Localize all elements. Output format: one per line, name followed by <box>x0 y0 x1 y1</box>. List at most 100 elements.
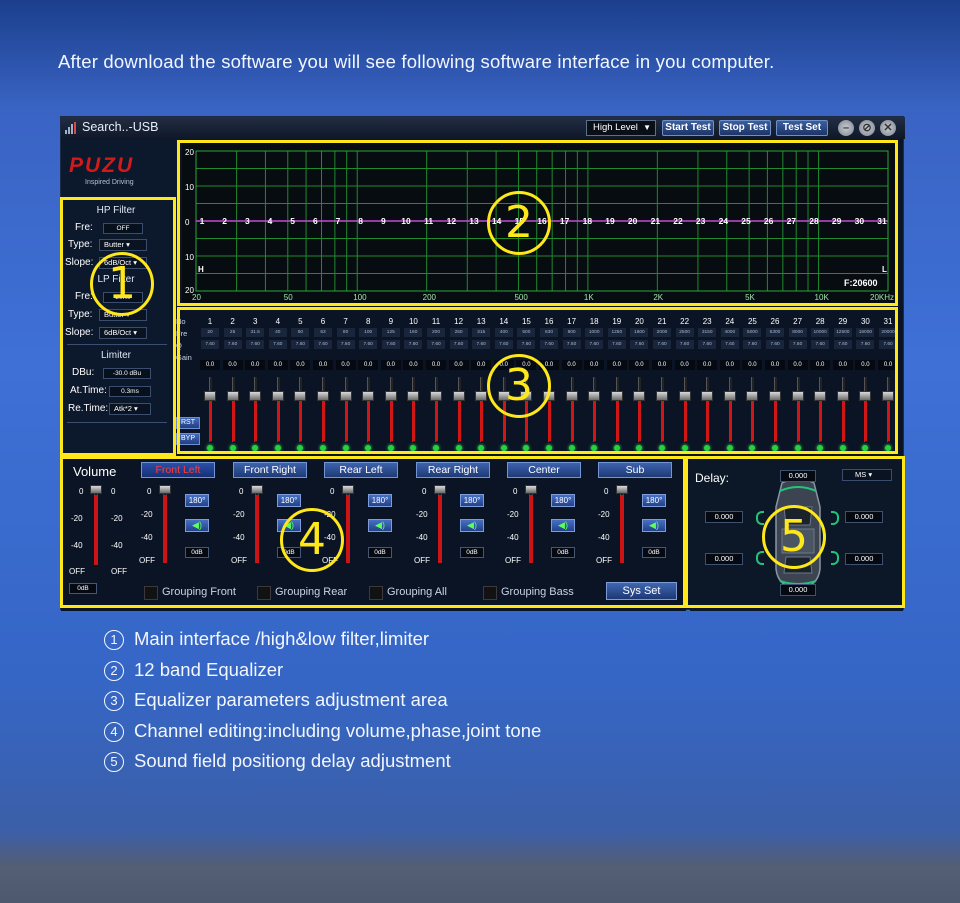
band-marker[interactable]: 21 <box>651 216 661 226</box>
band-q-field[interactable]: 7.60 <box>766 340 784 349</box>
phase-button[interactable]: 180° <box>277 494 301 507</box>
delay-top-field[interactable]: 0.000 <box>780 470 816 482</box>
grouping-front-checkbox[interactable] <box>144 586 158 600</box>
band-marker[interactable]: 10 <box>401 216 411 226</box>
band-frequency-field[interactable]: 80 <box>336 328 355 337</box>
band-slider-knob[interactable] <box>791 391 804 401</box>
band-frequency-field[interactable]: 2500 <box>675 328 694 337</box>
band-slider-knob[interactable] <box>746 391 759 401</box>
band-frequency-field[interactable]: 100 <box>359 328 378 337</box>
phase-button[interactable]: 180° <box>185 494 209 507</box>
band-marker[interactable]: 2 <box>222 216 227 226</box>
band-frequency-field[interactable]: 31.5 <box>246 328 265 337</box>
band-gain-field[interactable]: 0.0 <box>267 360 288 370</box>
channel-fader-knob[interactable] <box>616 485 628 494</box>
band-gain-field[interactable]: 0.0 <box>493 360 514 370</box>
band-frequency-field[interactable]: 630 <box>540 328 558 337</box>
lp-slope-select[interactable]: 6dB/Oct ▾ <box>99 327 147 339</box>
band-marker[interactable]: 20 <box>628 216 638 226</box>
band-marker[interactable]: 14 <box>492 216 502 226</box>
band-frequency-field[interactable]: 400 <box>494 328 513 337</box>
grouping-rear-checkbox[interactable] <box>257 586 271 600</box>
band-frequency-field[interactable]: 40 <box>268 328 287 337</box>
band-gain-field[interactable]: 0.0 <box>810 360 831 370</box>
speaker-mute-icon[interactable]: ◀) <box>185 519 209 532</box>
band-frequency-field[interactable]: 1600 <box>630 328 649 337</box>
band-marker[interactable]: 7 <box>336 216 341 226</box>
band-gain-field[interactable]: 0.0 <box>290 360 311 370</box>
band-gain-field[interactable]: 0.0 <box>539 360 559 370</box>
speaker-mute-icon[interactable]: ◀) <box>368 519 392 532</box>
band-marker[interactable]: 30 <box>855 216 865 226</box>
band-gain-field[interactable]: 0.0 <box>222 360 243 370</box>
delay-right-front-field[interactable]: 0.000 <box>845 511 883 523</box>
band-q-field[interactable]: 7.60 <box>472 340 491 349</box>
channel-fader-knob[interactable] <box>434 485 446 494</box>
band-marker[interactable]: 15 <box>515 216 525 226</box>
band-gain-field[interactable]: 0.0 <box>832 360 853 370</box>
band-frequency-field[interactable]: 125 <box>381 328 400 337</box>
band-marker[interactable]: 19 <box>605 216 615 226</box>
band-q-field[interactable]: 7.60 <box>562 340 581 349</box>
band-gain-field[interactable]: 0.0 <box>313 360 333 370</box>
band-marker[interactable]: 24 <box>719 216 729 226</box>
band-q-field[interactable]: 7.60 <box>833 340 852 349</box>
band-q-field[interactable]: 7.60 <box>653 340 671 349</box>
speaker-mute-icon[interactable]: ◀) <box>642 519 666 532</box>
band-frequency-field[interactable]: 1000 <box>585 328 604 337</box>
band-q-field[interactable]: 7.60 <box>879 340 897 349</box>
channel-button[interactable]: Front Left <box>141 462 215 478</box>
band-slider-knob[interactable] <box>565 391 578 401</box>
band-marker[interactable]: 22 <box>673 216 683 226</box>
band-slider-knob[interactable] <box>882 391 894 401</box>
band-marker[interactable]: 5 <box>290 216 295 226</box>
band-gain-field[interactable]: 0.0 <box>335 360 356 370</box>
band-slider-knob[interactable] <box>430 391 442 401</box>
band-marker[interactable]: 16 <box>537 216 547 226</box>
band-gain-field[interactable]: 0.0 <box>629 360 650 370</box>
band-gain-field[interactable]: 0.0 <box>471 360 492 370</box>
speaker-mute-icon[interactable]: ◀) <box>277 519 301 532</box>
band-frequency-field[interactable]: 315 <box>472 328 491 337</box>
band-gain-field[interactable]: 0.0 <box>855 360 876 370</box>
band-frequency-field[interactable]: 8000 <box>788 328 807 337</box>
band-gain-field[interactable]: 0.0 <box>606 360 627 370</box>
band-marker[interactable]: 17 <box>560 216 570 226</box>
band-slider-knob[interactable] <box>678 391 691 401</box>
band-slider-knob[interactable] <box>520 391 533 401</box>
band-slider-knob[interactable] <box>769 391 781 401</box>
band-q-field[interactable]: 7.60 <box>268 340 287 349</box>
phase-button[interactable]: 180° <box>642 494 666 507</box>
channel-button[interactable]: Sub <box>598 462 672 478</box>
band-slider-knob[interactable] <box>475 391 488 401</box>
band-frequency-field[interactable]: 6300 <box>766 328 784 337</box>
band-marker[interactable]: 8 <box>358 216 363 226</box>
band-slider-knob[interactable] <box>452 391 465 401</box>
hp-fre-field[interactable]: OFF <box>103 223 143 234</box>
band-slider-knob[interactable] <box>294 391 307 401</box>
band-q-field[interactable]: 7.60 <box>788 340 807 349</box>
band-q-field[interactable]: 7.60 <box>585 340 604 349</box>
hp-type-select[interactable]: Butter ▾ <box>99 239 147 251</box>
band-frequency-field[interactable]: 200 <box>427 328 445 337</box>
band-q-field[interactable]: 7.60 <box>494 340 513 349</box>
band-frequency-field[interactable]: 20000 <box>879 328 897 337</box>
minimize-icon[interactable]: – <box>838 120 854 136</box>
band-frequency-field[interactable]: 160 <box>404 328 423 337</box>
band-gain-field[interactable]: 0.0 <box>380 360 401 370</box>
band-frequency-field[interactable]: 12500 <box>833 328 852 337</box>
band-slider-knob[interactable] <box>701 391 714 401</box>
band-frequency-field[interactable]: 3150 <box>698 328 717 337</box>
delay-unit-select[interactable]: MS ▾ <box>842 469 892 481</box>
band-slider-knob[interactable] <box>836 391 849 401</box>
band-marker[interactable]: 1 <box>200 216 205 226</box>
band-slider-knob[interactable] <box>249 391 262 401</box>
band-marker[interactable]: 23 <box>696 216 706 226</box>
band-q-field[interactable]: 7.60 <box>223 340 242 349</box>
band-marker[interactable]: 3 <box>245 216 250 226</box>
band-slider-knob[interactable] <box>362 391 375 401</box>
band-slider-knob[interactable] <box>204 391 216 401</box>
band-frequency-field[interactable]: 500 <box>517 328 536 337</box>
